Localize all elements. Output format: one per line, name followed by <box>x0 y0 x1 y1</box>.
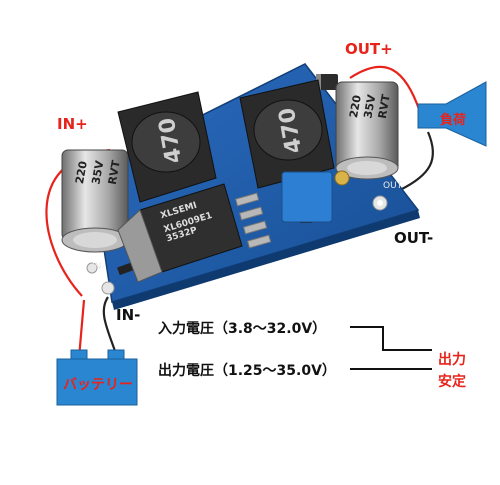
diode <box>316 74 338 90</box>
left-capacitor-top-inner <box>73 232 117 248</box>
trim-screw <box>334 170 350 186</box>
battery-plus-wire <box>77 299 86 359</box>
load-box <box>417 81 487 147</box>
out-plus-wire <box>349 65 422 113</box>
battery-label: バッテリー <box>63 377 133 393</box>
battery-body <box>56 358 138 406</box>
out-minus-wire <box>399 131 435 191</box>
load-label: 負荷 <box>440 113 467 128</box>
mount-hole <box>377 200 383 206</box>
right-capacitor-top-inner <box>347 161 387 175</box>
pcb-in-minus-silk: IN- <box>92 262 105 272</box>
out-minus-label: OUT- <box>394 229 434 247</box>
ic-pins <box>234 192 272 249</box>
left-inductor-core <box>131 111 201 173</box>
input-line <box>350 326 432 351</box>
mount-hole <box>86 262 98 274</box>
trim-potentiometer <box>281 171 333 223</box>
mount-hole <box>101 281 115 295</box>
pcb-edge <box>112 210 420 310</box>
right-inductor-core <box>253 99 323 161</box>
in-minus-wire <box>102 296 118 355</box>
resistor <box>117 262 133 276</box>
pcb-out-minus-silk: OUT- <box>383 181 405 191</box>
output-voltage-label: 出力電圧（1.25～35.0V） <box>158 363 336 379</box>
out-plus-label: OUT+ <box>345 40 393 58</box>
input-voltage-label: 入力電圧（3.8～32.0V） <box>158 321 327 337</box>
in-minus-label: IN- <box>116 306 141 324</box>
ic-tab <box>117 209 163 283</box>
in-plus-label: IN+ <box>57 115 88 133</box>
stable-label-line2: 安定 <box>438 374 466 390</box>
stable-label-line1: 出力 <box>438 352 466 368</box>
